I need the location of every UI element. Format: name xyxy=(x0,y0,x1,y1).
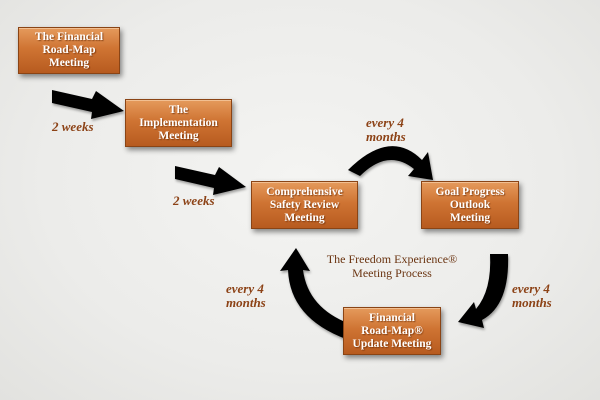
box-safety-review-meeting: Comprehensive Safety Review Meeting xyxy=(251,181,358,229)
arrow-cycle-left xyxy=(280,248,350,339)
arrow-step-1 xyxy=(52,90,124,119)
arrow-step-2 xyxy=(175,166,246,195)
label-cycle-top: every 4 months xyxy=(366,115,406,144)
label-interval-2: 2 weeks xyxy=(173,193,215,208)
box-roadmap-update-meeting: Financial Road-Map® Update Meeting xyxy=(343,307,441,355)
label-interval-1: 2 weeks xyxy=(52,119,94,134)
process-title: The Freedom Experience® Meeting Process xyxy=(326,252,458,280)
arrow-cycle-right xyxy=(458,254,509,328)
box-financial-roadmap-meeting: The Financial Road-Map Meeting xyxy=(18,27,120,74)
label-cycle-left: every 4 months xyxy=(226,281,266,310)
arrow-cycle-top xyxy=(348,146,433,180)
box-goal-progress-meeting: Goal Progress Outlook Meeting xyxy=(421,181,519,229)
box-implementation-meeting: The Implementation Meeting xyxy=(125,99,232,147)
label-cycle-right: every 4 months xyxy=(512,281,552,310)
